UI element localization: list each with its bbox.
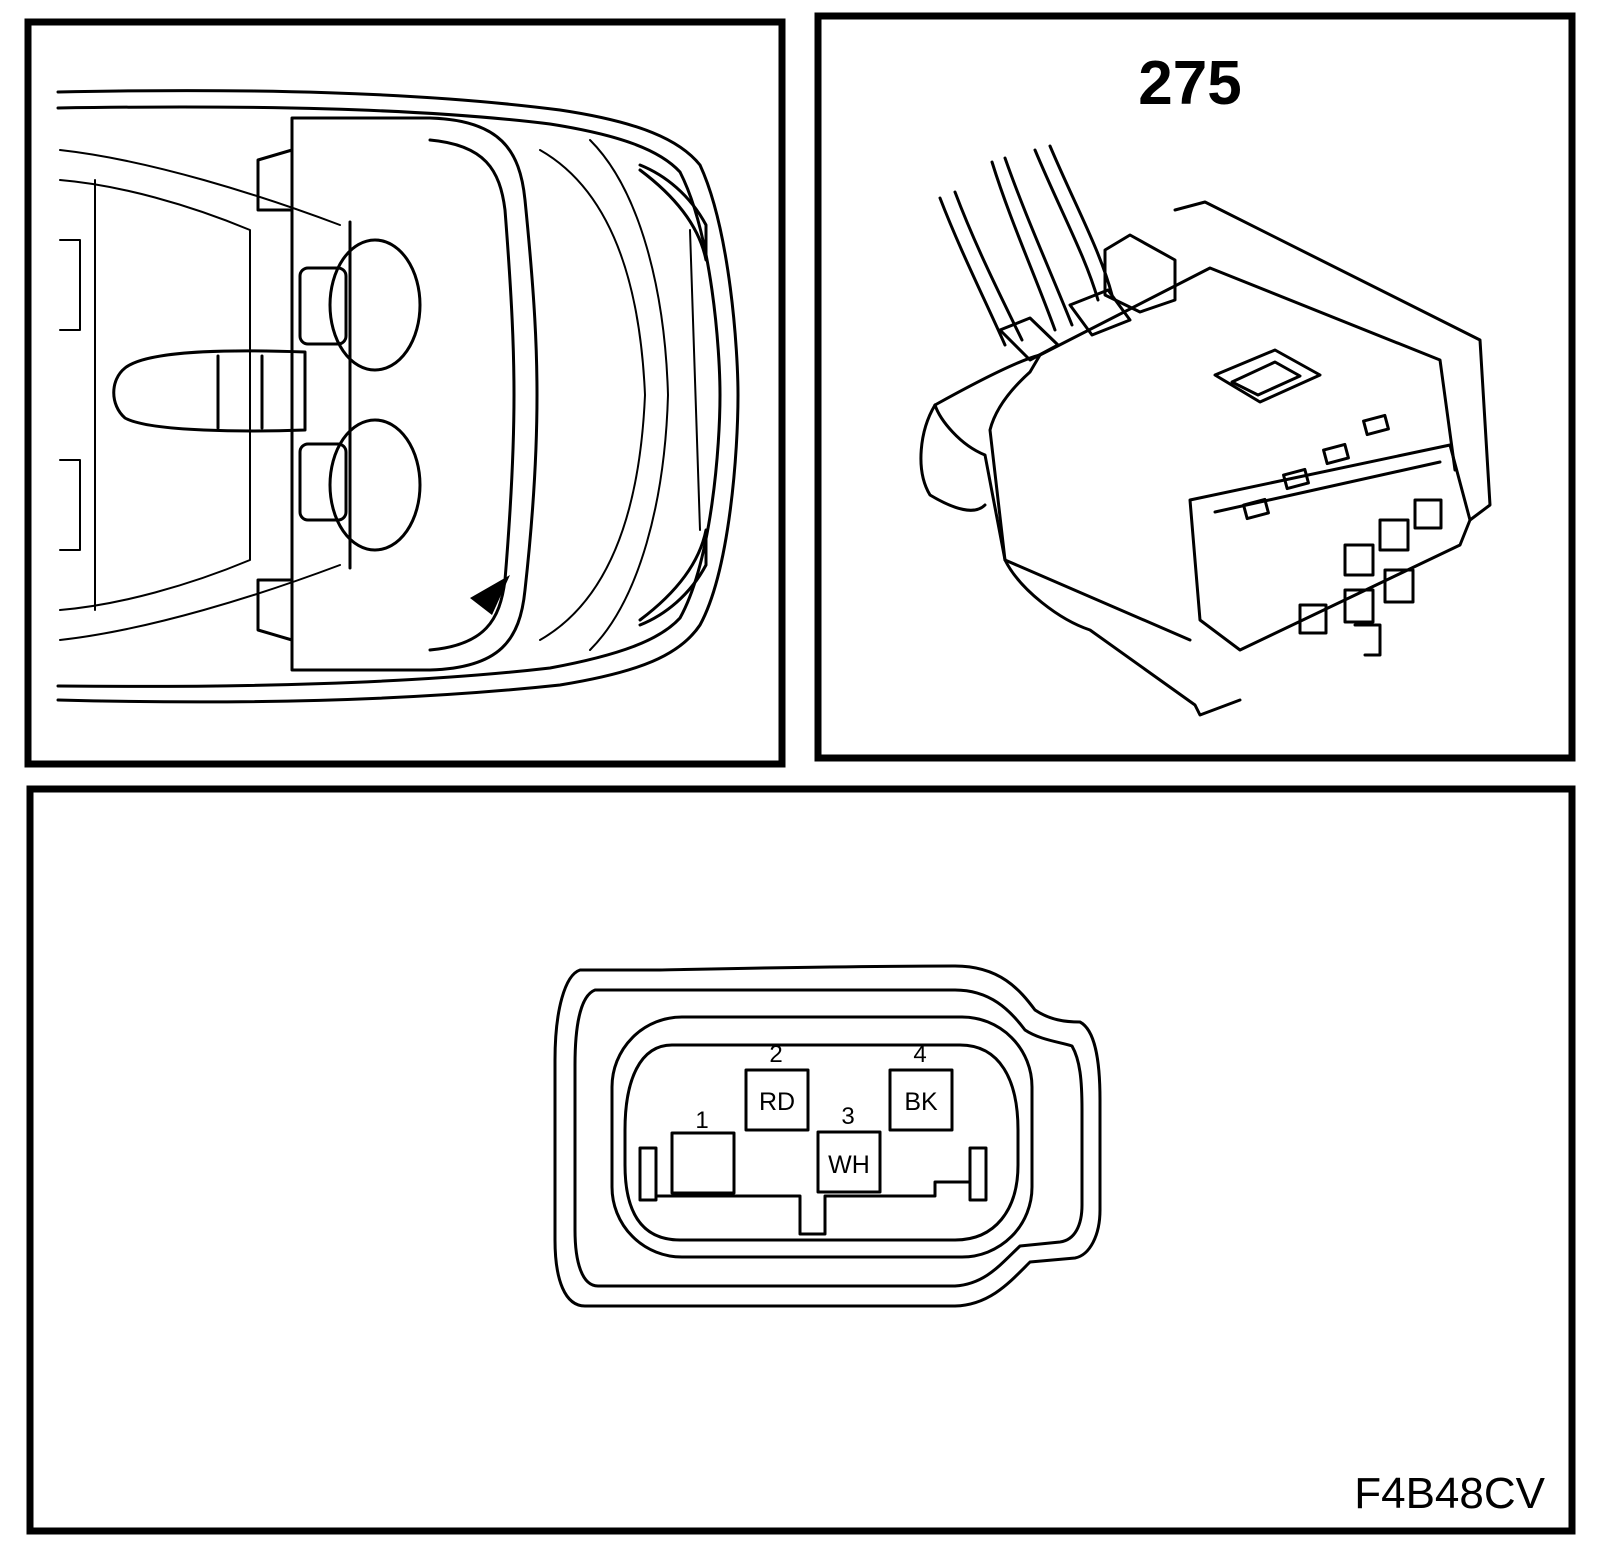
pin-color-4: BK xyxy=(904,1088,938,1116)
connector-number-label: 275 xyxy=(1138,49,1241,118)
pin-number-2: 2 xyxy=(769,1041,782,1068)
pin-cavity-1 xyxy=(670,1131,736,1195)
seat-right-icon xyxy=(328,418,422,552)
pin-1: 1 xyxy=(670,1107,736,1195)
vehicle-location-panel xyxy=(24,18,786,768)
location-arrow-icon xyxy=(470,575,510,615)
panel-frame-connector xyxy=(814,12,1576,762)
pin-cavity-2 xyxy=(744,1068,810,1132)
pin-color-2: RD xyxy=(759,1088,795,1116)
panel-frame-face xyxy=(26,785,1576,1535)
pin-number-4: 4 xyxy=(913,1041,926,1068)
connector-3d-icon xyxy=(919,144,1492,717)
pin-cavity-4 xyxy=(888,1068,954,1132)
pin-2: 2 RD xyxy=(744,1041,810,1132)
pin-cavity-3 xyxy=(816,1130,882,1194)
pin-color-3: WH xyxy=(828,1151,870,1179)
pin-number-1: 1 xyxy=(695,1107,708,1134)
figure-code-label: F4B48CV xyxy=(1354,1469,1545,1518)
pin-4: 4 BK xyxy=(888,1041,954,1132)
pin-number-3: 3 xyxy=(841,1103,854,1130)
panel-frame-vehicle xyxy=(24,18,786,768)
connector-view-panel: 275 xyxy=(814,12,1576,762)
pin-3: 3 WH xyxy=(816,1103,882,1194)
connector-face-icon xyxy=(553,964,1102,1308)
vehicle-top-view xyxy=(56,89,740,704)
seat-left-icon xyxy=(328,238,422,372)
connector-face-panel: 1 2 RD 3 WH 4 BK F4B48CV xyxy=(26,785,1576,1535)
